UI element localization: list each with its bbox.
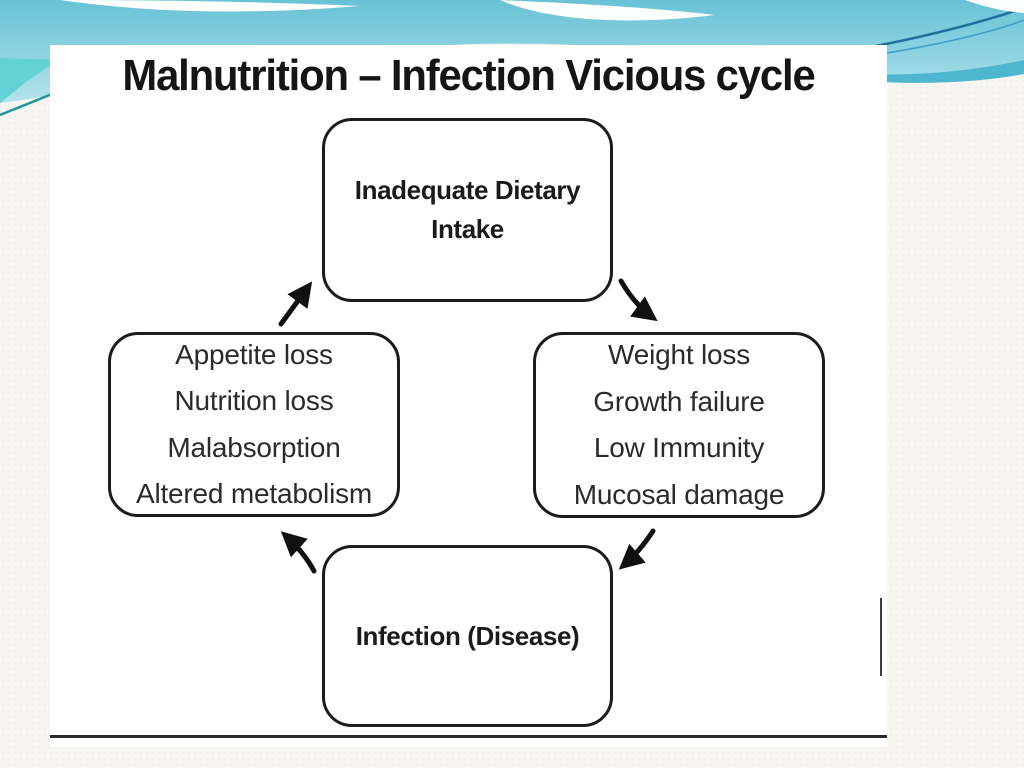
wave-sub-band: [740, 60, 1024, 83]
node-line: Low Immunity: [593, 432, 765, 463]
node-line: Infection (Disease): [355, 620, 580, 651]
diagram-node-malnutrition-effects: Appetite loss Nutrition loss Malabsorpti…: [108, 332, 400, 517]
diagram-node-infection-effects: Weight loss Growth failure Low Immunity …: [533, 332, 825, 518]
wave-main-band: [0, 0, 1024, 103]
node-line: Mucosal damage: [573, 478, 785, 510]
node-line: Growth failure: [593, 385, 765, 417]
node-line: Weight loss: [607, 339, 750, 370]
arrow-bottom-to-left: [280, 531, 317, 574]
wave-white-sliver-corner: [965, 0, 1024, 13]
node-line: Malabsorption: [167, 431, 341, 463]
node-line: Appetite loss: [175, 338, 333, 370]
footer-rule: [50, 735, 887, 738]
arrow-top-to-right: [618, 278, 658, 322]
slide-title: Malnutrition – Infection Vicious cycle: [122, 51, 815, 100]
figure-area: Malnutrition – Infection Vicious cycle I…: [50, 45, 887, 747]
node-line: Intake: [431, 214, 504, 244]
node-line: Inadequate Dietary: [354, 175, 581, 205]
arrow-left-to-top: [278, 281, 313, 327]
wave-teal-wedge: [0, 58, 58, 103]
image-edge-artifact: [880, 598, 882, 676]
node-line: Nutrition loss: [174, 385, 334, 416]
wave-white-sliver-center: [500, 0, 715, 21]
diagram-node-inadequate-dietary-intake: Inadequate Dietary Intake: [322, 118, 613, 302]
node-line: Altered metabolism: [135, 478, 373, 509]
diagram-node-infection-disease: Infection (Disease): [322, 545, 613, 727]
wave-white-sliver-left: [60, 0, 360, 12]
arrow-right-to-bottom: [618, 528, 656, 570]
